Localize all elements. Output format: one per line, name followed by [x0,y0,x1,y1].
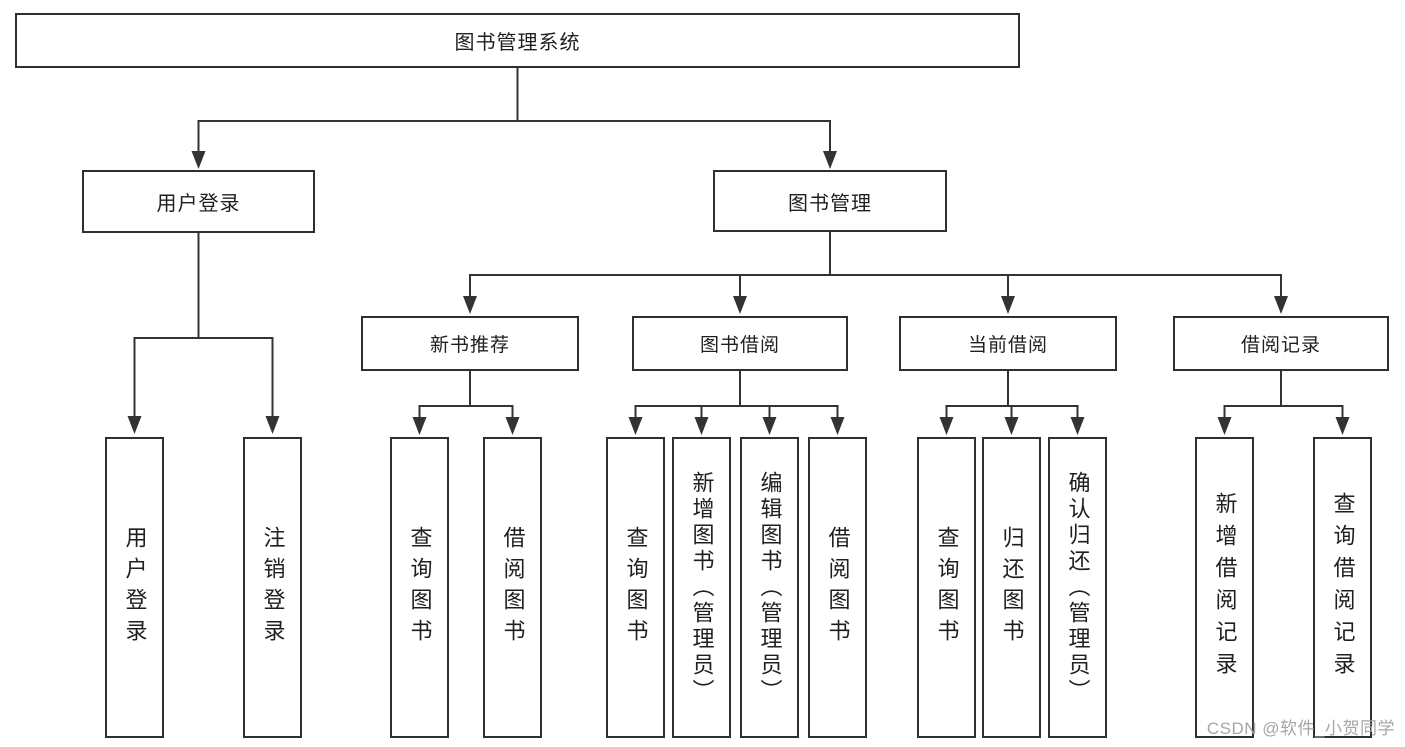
leaf-add-borrow-record-label: 新增借阅记录 [1212,491,1238,684]
node-root-system: 图书管理系统 [15,13,1020,68]
node-borrow-records: 借阅记录 [1173,316,1389,371]
leaf-query-borrow-record-label: 查询借阅记录 [1330,491,1356,684]
leaf-borrow-books-recommend-label: 借阅图书 [500,525,526,650]
leaf-return-books-label: 归还图书 [999,525,1025,650]
node-book-management: 图书管理 [713,170,947,232]
node-current-borrow-label: 当前借阅 [967,335,1048,356]
leaf-query-books-borrow: 查询图书 [606,437,665,738]
node-current-borrow: 当前借阅 [899,316,1117,371]
leaf-query-books-recommend: 查询图书 [390,437,449,738]
leaf-edit-books-admin-label: 编辑图书（管理员） [757,470,783,705]
node-borrow-records-label: 借阅记录 [1240,335,1321,356]
leaf-edit-books-admin: 编辑图书（管理员） [740,437,799,738]
node-new-book-recommend: 新书推荐 [361,316,579,371]
csdn-watermark: CSDN @软件_小贺同学 [1206,719,1395,738]
leaf-add-books-admin: 新增图书（管理员） [672,437,731,738]
leaf-borrow-books-recommend: 借阅图书 [483,437,542,738]
leaf-query-books-recommend-label: 查询图书 [407,525,433,650]
leaf-borrow-books-label: 借阅图书 [825,525,851,650]
node-book-borrow-label: 图书借阅 [699,335,780,356]
leaf-logout-label: 注销登录 [260,525,286,650]
node-new-book-recommend-label: 新书推荐 [429,335,510,356]
node-user-login-label: 用户登录 [156,193,241,215]
node-book-borrow: 图书借阅 [632,316,848,371]
node-book-management-label: 图书管理 [788,192,872,215]
connector-borrow-records-children [1217,371,1350,435]
leaf-query-books-current-label: 查询图书 [934,525,960,650]
leaf-user-login: 用户登录 [105,437,164,738]
leaf-return-books: 归还图书 [982,437,1041,738]
node-user-login: 用户登录 [82,170,315,233]
leaf-query-borrow-record: 查询借阅记录 [1313,437,1372,738]
connector-current-borrow-children [939,371,1085,435]
connector-new-books-children [412,371,520,435]
node-root-label: 图书管理系统 [454,32,581,54]
leaf-add-borrow-record: 新增借阅记录 [1195,437,1254,738]
leaf-add-books-admin-label: 新增图书（管理员） [689,470,715,705]
leaf-confirm-return-admin: 确认归还（管理员） [1048,437,1107,738]
connector-book-mgmt-to-level3 [463,232,1288,314]
leaf-user-login-label: 用户登录 [122,525,148,650]
leaf-logout: 注销登录 [243,437,302,738]
leaf-confirm-return-admin-label: 确认归还（管理员） [1065,470,1091,705]
connector-root-to-level2 [191,68,837,169]
leaf-query-books-current: 查询图书 [917,437,976,738]
connector-book-borrow-children [628,371,845,435]
connector-user-login-children [127,233,280,434]
leaf-query-books-borrow-label: 查询图书 [623,525,649,650]
leaf-borrow-books: 借阅图书 [808,437,867,738]
